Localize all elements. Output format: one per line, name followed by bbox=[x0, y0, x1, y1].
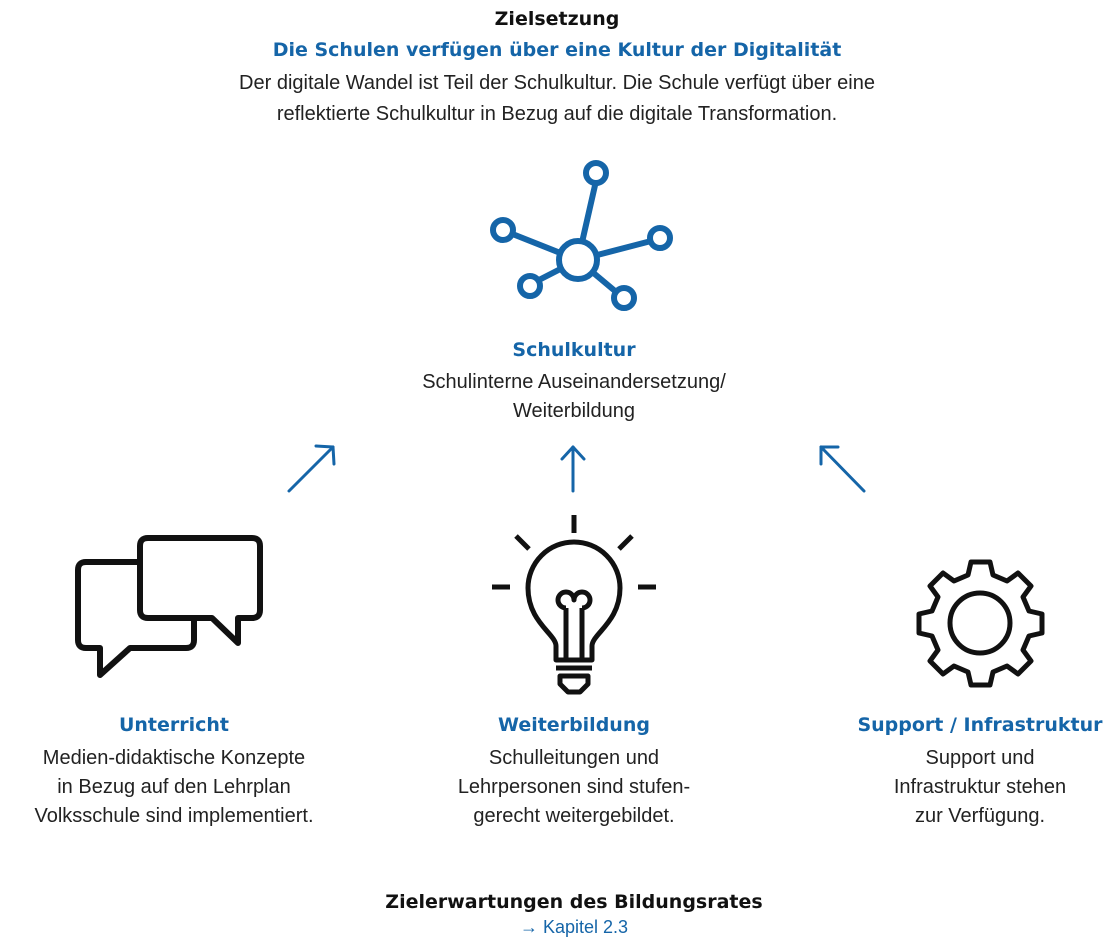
goal-description-line-2: reflektierte Schulkultur in Bezug auf di… bbox=[276, 103, 838, 125]
node-text-line: Lehrpersonen sind stufen- bbox=[457, 776, 691, 798]
node-text-line: Volksschule sind implementiert. bbox=[34, 805, 314, 827]
center-node-line-2: Weiterbildung bbox=[513, 400, 635, 422]
node-text-line: zur Verfügung. bbox=[914, 805, 1046, 827]
arrow-up-icon bbox=[560, 445, 586, 493]
node-text-line: in Bezug auf den Lehrplan bbox=[57, 776, 291, 798]
node-title-unterricht: Unterricht bbox=[118, 714, 230, 736]
goal-label: Zielsetzung bbox=[494, 8, 620, 30]
node-text-line: Support und bbox=[925, 747, 1035, 769]
goal-description-line-1: Der digitale Wandel ist Teil der Schulku… bbox=[239, 72, 875, 94]
arrow-up-left-icon bbox=[819, 445, 866, 493]
node-text-line: Medien-didaktische Konzepte bbox=[42, 747, 306, 769]
footer-title: Zielerwartungen des Bildungsrates bbox=[385, 891, 763, 913]
center-node-title: Schulkultur bbox=[512, 339, 636, 361]
node-text-line: Schulleitungen und bbox=[488, 747, 660, 769]
goal-title: Die Schulen verfügen über eine Kultur de… bbox=[272, 39, 842, 61]
node-text-line: Infrastruktur stehen bbox=[893, 776, 1067, 798]
arrow-up-right-icon bbox=[287, 444, 336, 493]
node-title-weiterbildung: Weiterbildung bbox=[498, 714, 650, 736]
node-text-line: gerecht weitergebildet. bbox=[473, 805, 675, 827]
node-title-support-infrastruktur: Support / Infrastruktur bbox=[857, 714, 1103, 736]
center-node-line-1: Schulinterne Auseinandersetzung/ bbox=[422, 371, 726, 393]
chapter-link[interactable]: → Kapitel 2.3 bbox=[519, 917, 629, 937]
